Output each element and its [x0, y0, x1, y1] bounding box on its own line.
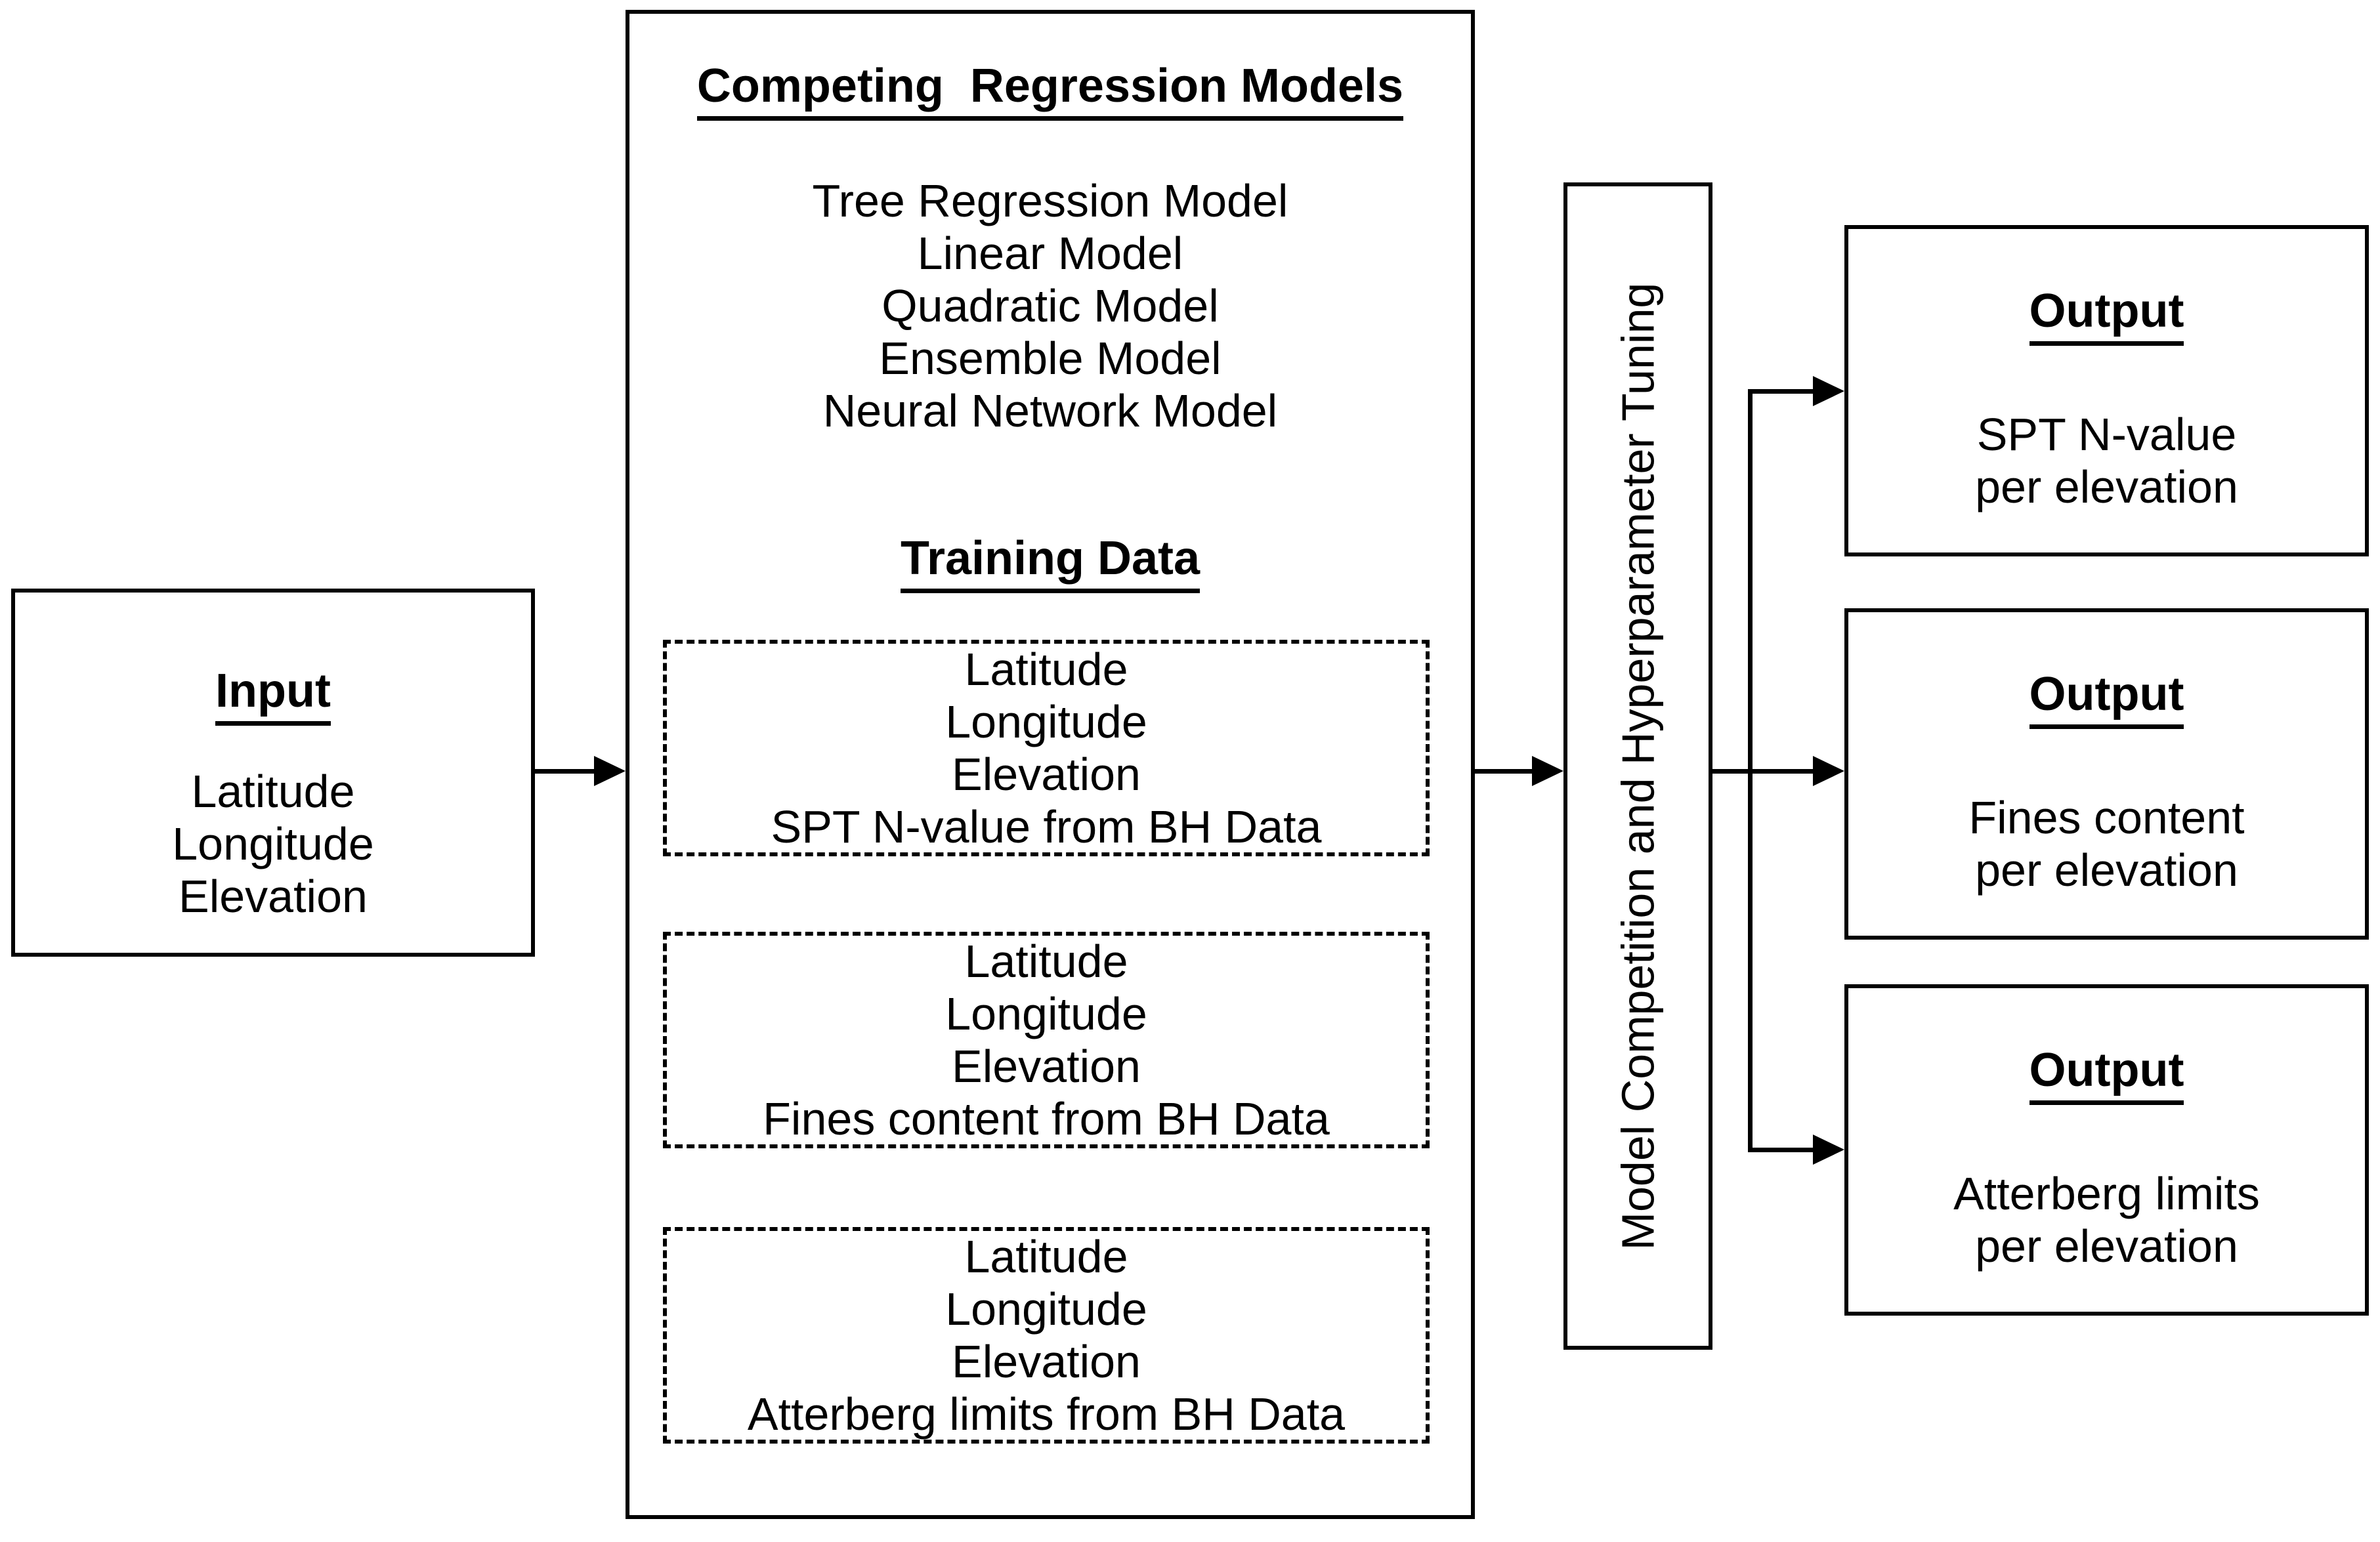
competing-models-box: Competing Regression Models Tree Regress…: [626, 10, 1475, 1519]
output-line: per elevation: [1975, 1220, 2238, 1272]
training-item: Longitude: [945, 988, 1147, 1039]
output-box-spt: Output SPT N-value per elevation: [1844, 225, 2369, 556]
output-line: Fines content: [1968, 792, 2245, 843]
training-item: Elevation: [952, 1041, 1141, 1092]
arrowhead-branch-to-output-spt: [1813, 376, 1844, 406]
output-line: per elevation: [1975, 844, 2238, 896]
output-box-fines: Output Fines content per elevation: [1844, 608, 2369, 940]
model-item: Ensemble Model: [879, 333, 1222, 384]
output-box-atterberg: Output Atterberg limits per elevation: [1844, 984, 2369, 1316]
tuning-label: Model Competition and Hyperparameter Tun…: [1612, 282, 1664, 1250]
training-item: Latitude: [964, 1231, 1128, 1282]
input-item: Elevation: [179, 871, 368, 922]
arrow-tuning-to-output-fines: [1712, 769, 1817, 774]
training-box-spt: Latitude Longitude Elevation SPT N-value…: [663, 640, 1430, 856]
arrowhead-input-to-models: [594, 756, 626, 786]
output-title: Output: [2029, 1044, 2184, 1105]
arrow-branch-to-output-atterberg: [1748, 1148, 1817, 1152]
input-box: Input Latitude Longitude Elevation: [11, 589, 535, 957]
model-item: Tree Regression Model: [812, 175, 1288, 226]
training-item: Longitude: [945, 1283, 1147, 1335]
training-item: Elevation: [952, 1336, 1141, 1387]
training-item: Elevation: [952, 749, 1141, 800]
input-title: Input: [215, 665, 331, 726]
arrowhead-models-to-tuning: [1532, 756, 1563, 786]
training-box-atterberg: Latitude Longitude Elevation Atterberg l…: [663, 1227, 1430, 1444]
output-line: Atterberg limits: [1953, 1168, 2260, 1219]
training-item: Latitude: [964, 644, 1128, 695]
model-item: Neural Network Model: [822, 385, 1278, 436]
output-line: SPT N-value: [1976, 409, 2237, 460]
arrowhead-tuning-to-output-fines: [1813, 756, 1844, 786]
output-lines: Fines content per elevation: [1968, 791, 2244, 896]
model-item: Linear Model: [917, 228, 1183, 279]
output-lines: Atterberg limits per elevation: [1953, 1167, 2260, 1272]
branch-line: [1748, 389, 1753, 1152]
output-lines: SPT N-value per elevation: [1975, 408, 2238, 513]
input-item: Latitude: [191, 766, 355, 817]
input-items: Latitude Longitude Elevation: [172, 765, 374, 923]
training-item: Atterberg limits from BH Data: [747, 1388, 1346, 1440]
output-title: Output: [2029, 285, 2184, 346]
training-item: Latitude: [964, 936, 1128, 987]
arrow-branch-to-output-spt: [1748, 389, 1817, 394]
tuning-box: Model Competition and Hyperparameter Tun…: [1563, 182, 1712, 1350]
output-title: Output: [2029, 668, 2184, 729]
input-item: Longitude: [172, 818, 374, 869]
arrow-input-to-models: [535, 769, 601, 774]
arrow-models-to-tuning: [1475, 769, 1537, 774]
training-item: Fines content from BH Data: [763, 1093, 1330, 1144]
model-list: Tree Regression Model Linear Model Quadr…: [629, 175, 1471, 437]
training-data-title: Training Data: [629, 532, 1471, 593]
arrowhead-branch-to-output-atterberg: [1813, 1135, 1844, 1165]
competing-models-title: Competing Regression Models: [629, 60, 1471, 121]
training-box-fines: Latitude Longitude Elevation Fines conte…: [663, 932, 1430, 1148]
output-line: per elevation: [1975, 461, 2238, 512]
training-item: SPT N-value from BH Data: [771, 801, 1322, 852]
model-item: Quadratic Model: [882, 280, 1219, 331]
training-item: Longitude: [945, 696, 1147, 747]
